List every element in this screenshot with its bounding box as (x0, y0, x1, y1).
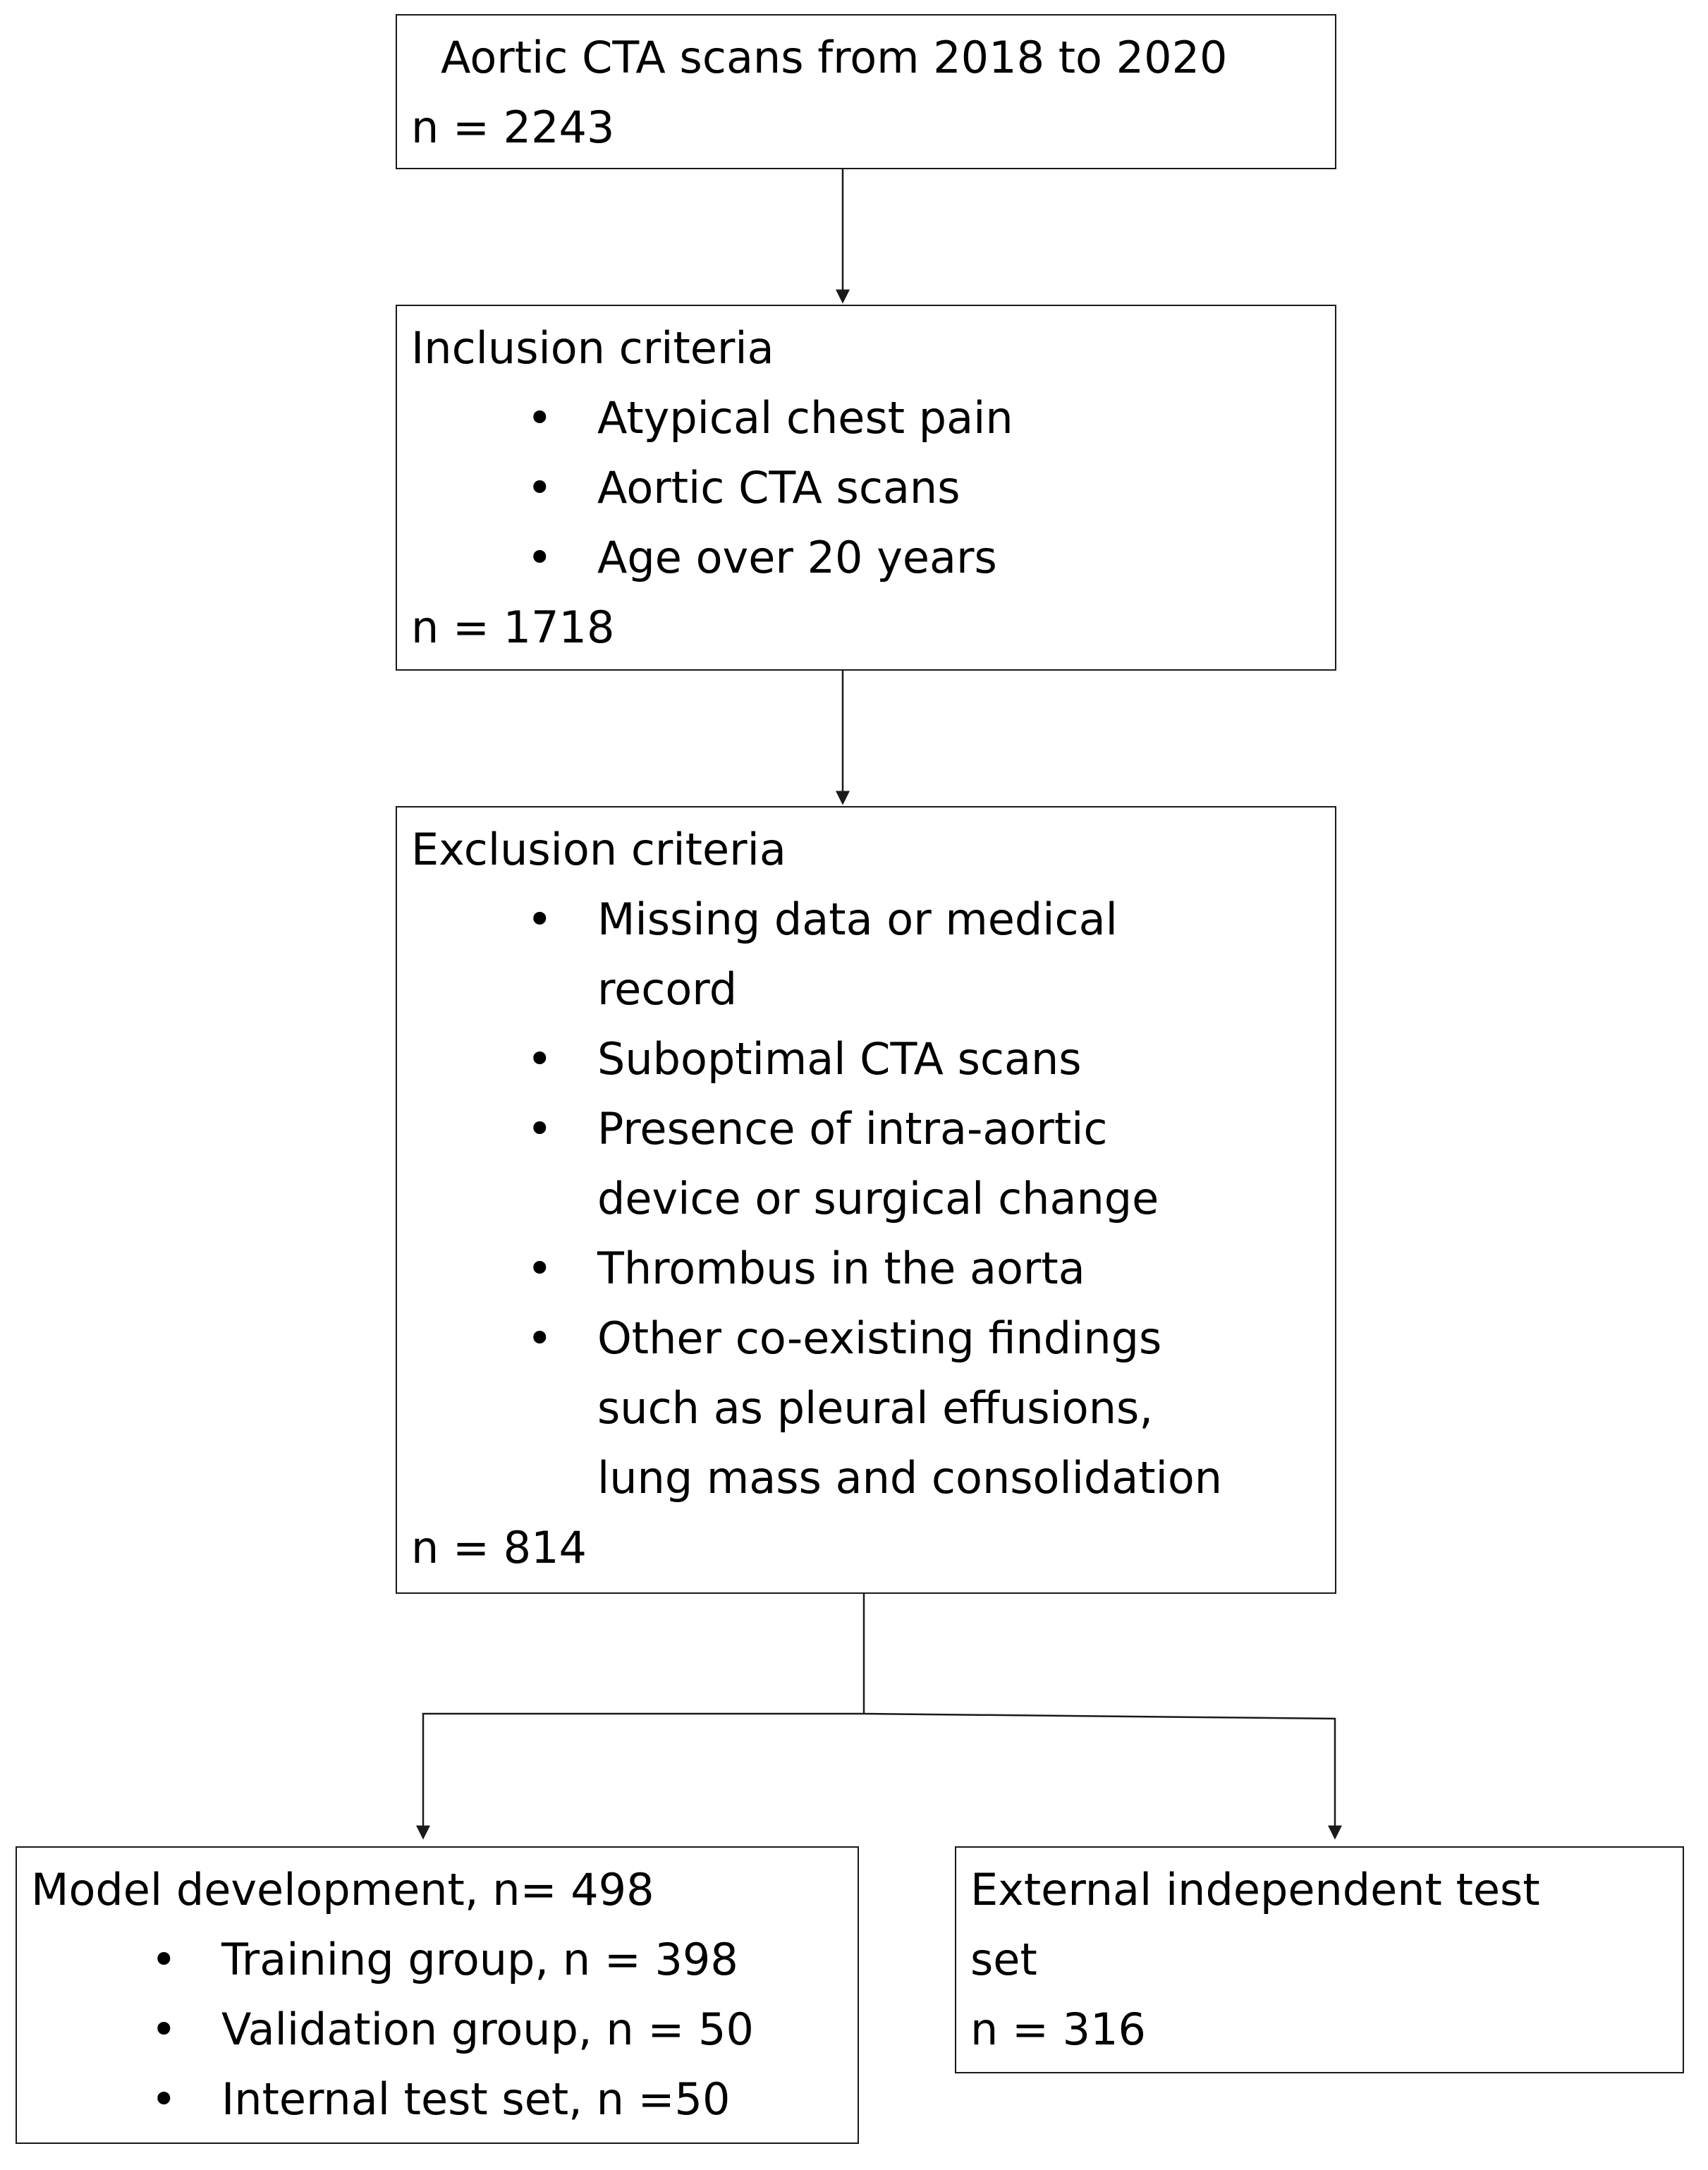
model-development-box: Model development, n= 498 • Training gro… (16, 1846, 859, 2144)
bullet-icon: • (151, 2073, 177, 2125)
external-test-count: n = 316 (970, 2004, 1146, 2055)
source-box: Aortic CTA scans from 2018 to 2020 n = 2… (396, 14, 1336, 169)
inclusion-item: • Age over 20 years (527, 523, 1335, 592)
inclusion-title: Inclusion criteria (411, 322, 774, 374)
bullet-icon: • (527, 1243, 553, 1294)
bullet-icon: • (527, 1033, 553, 1085)
model-development-list: • Training group, n = 398 • Validation g… (31, 1925, 858, 2134)
exclusion-item: • Suboptimal CTA scans (527, 1024, 1335, 1094)
arrow-to-external-test-set (863, 1712, 1342, 1840)
bullet-icon: • (527, 1103, 553, 1154)
exclusion-title: Exclusion criteria (411, 824, 786, 875)
bullet-icon: • (527, 894, 553, 945)
bullet-icon: • (527, 392, 553, 444)
exclusion-item: • Other co-existing findings such as ple… (527, 1303, 1335, 1513)
development-item: • Validation group, n = 50 (151, 1994, 858, 2064)
arrow-to-model-development (416, 1712, 864, 1840)
external-test-box: External independent test set n = 316 (955, 1846, 1684, 2073)
development-item: • Internal test set, n =50 (151, 2064, 858, 2134)
exclusion-list: • Missing data or medical record • Subop… (411, 884, 1335, 1513)
bullet-icon: • (151, 1934, 177, 1985)
inclusion-list: • Atypical chest pain • Aortic CTA scans… (411, 383, 1335, 592)
exclusion-item: • Missing data or medical record (527, 884, 1335, 1024)
exclusion-count: n = 814 (411, 1522, 587, 1573)
source-title: Aortic CTA scans from 2018 to 2020 (441, 32, 1228, 83)
external-test-title-line: set (970, 1934, 1037, 1985)
bullet-icon: • (527, 1312, 553, 1364)
exclusion-item: • Presence of intra-aortic device or sur… (527, 1094, 1335, 1233)
exclusion-item: • Thrombus in the aorta (527, 1233, 1335, 1303)
external-test-title-line: External independent test (970, 1864, 1540, 1915)
bullet-icon: • (527, 462, 553, 513)
model-development-title: Model development, n= 498 (31, 1864, 654, 1915)
inclusion-item: • Aortic CTA scans (527, 453, 1335, 523)
exclusion-box: Exclusion criteria • Missing data or med… (396, 806, 1336, 1594)
inclusion-count: n = 1718 (411, 602, 615, 653)
source-count: n = 2243 (411, 102, 615, 153)
bullet-icon: • (151, 2004, 177, 2055)
development-item: • Training group, n = 398 (151, 1925, 858, 1994)
inclusion-box: Inclusion criteria • Atypical chest pain… (396, 305, 1336, 671)
bullet-icon: • (527, 532, 553, 583)
inclusion-item: • Atypical chest pain (527, 383, 1335, 453)
